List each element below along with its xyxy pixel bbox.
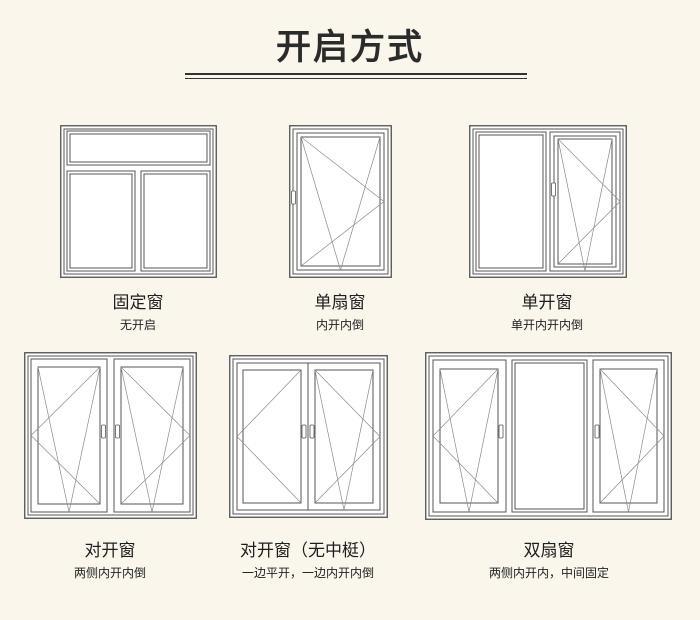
page-title: 开启方式 [275,28,424,68]
window-desc: 单开内开内倒 [510,318,583,332]
double-sash-window-diagram [425,352,672,520]
double-open-window-diagram [24,352,197,519]
caption-fixed-window: 固定窗 无开启 [28,292,248,333]
window-handle [115,424,120,439]
single-open-window-diagram [469,125,627,278]
window-handle [551,182,556,197]
window-label: 单扇窗 [314,293,366,313]
title-divider-thin [185,78,527,79]
window-label: 对开窗（无中梃） [240,541,376,561]
window-handle [498,424,504,439]
window-desc: 一边平开，一边内开内倒 [241,566,374,580]
double-open-no-mullion-window-diagram [229,355,388,518]
window-desc: 两侧内开内，中间固定 [488,566,609,580]
window-label: 固定窗 [112,293,164,313]
caption-single-open-window: 单开窗 单开内开内倒 [437,292,657,333]
window-handle [594,424,600,439]
caption-double-sash-window: 双扇窗 两侧内开内，中间固定 [439,540,659,581]
caption-double-open-no-mullion-window: 对开窗（无中梃） 一边平开，一边内开内倒 [198,540,418,581]
window-handle [309,424,315,439]
caption-double-open-window: 对开窗 两侧内开内倒 [0,540,220,581]
window-label: 单开窗 [521,293,573,313]
window-desc: 无开启 [119,318,156,332]
window-desc: 两侧内开内倒 [73,566,146,580]
window-label: 双扇窗 [523,541,575,561]
window-label: 对开窗 [84,541,136,561]
fixed-window-diagram [60,125,217,278]
single-sash-window-diagram [289,125,392,278]
window-handle [291,190,296,205]
caption-single-sash-window: 单扇窗 内开内倒 [230,292,450,333]
title-divider-thick [185,73,527,75]
window-desc: 内开内倒 [315,318,364,332]
window-handle [301,424,307,439]
window-handle [101,424,106,439]
